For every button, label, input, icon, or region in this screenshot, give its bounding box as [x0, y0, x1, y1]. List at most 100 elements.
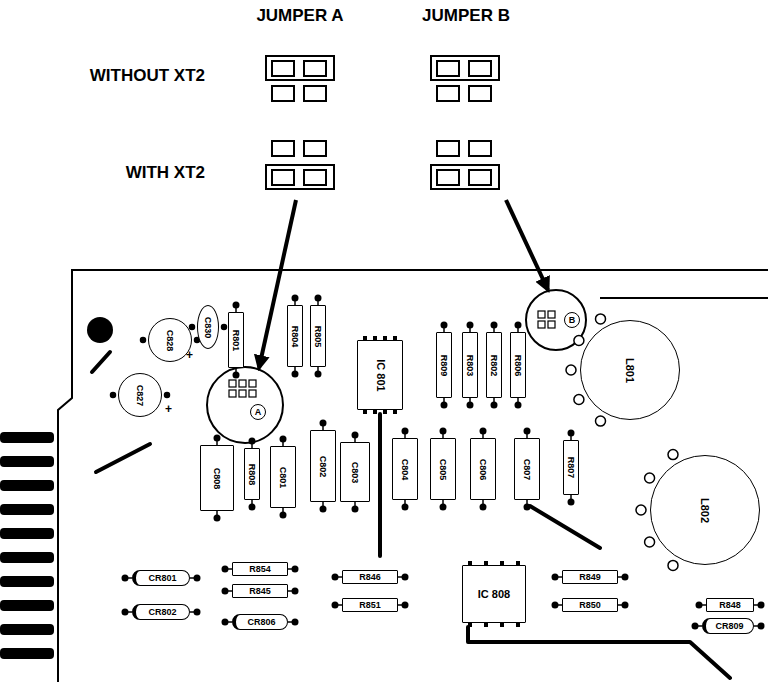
ic-pin — [383, 410, 387, 414]
part-label: R804 — [291, 325, 300, 347]
part-label: R803 — [466, 354, 475, 376]
heading-label: WITHOUT XT2 — [90, 66, 205, 86]
part-label: R809 — [440, 354, 449, 376]
part-label: R851 — [359, 601, 381, 610]
solder-pad — [332, 574, 339, 581]
part-label: R846 — [359, 573, 381, 582]
jumper-tag: A — [250, 404, 266, 420]
jumper-location-circle — [207, 367, 283, 443]
solder-pad — [440, 428, 447, 435]
capacitor-symbol: C808 — [200, 445, 234, 511]
solder-pad — [222, 566, 229, 573]
diode-symbol: CR802 — [132, 604, 190, 620]
capacitor-symbol: C804 — [392, 438, 418, 500]
jumper-pin — [538, 321, 545, 328]
jumper-setting-icon — [469, 141, 491, 156]
solder-pad — [222, 588, 229, 595]
part-label: R802 — [490, 354, 499, 376]
resistor-symbol: R848 — [706, 598, 754, 612]
copper-trace — [378, 414, 382, 556]
copper-trace — [530, 506, 600, 548]
solder-pad — [315, 371, 322, 378]
resistor-symbol: R809 — [436, 332, 452, 398]
jumper-pin — [249, 390, 256, 397]
heading-label: WITH XT2 — [126, 163, 205, 183]
jumper-setting-icon — [266, 56, 334, 80]
part-label: R807 — [567, 457, 576, 479]
solder-pad — [233, 372, 240, 379]
solder-pad — [249, 438, 256, 445]
capacitor-symbol: C801 — [270, 446, 296, 508]
diode-symbol: CR801 — [132, 570, 190, 586]
part-label: C807 — [522, 458, 531, 480]
solder-pad — [596, 416, 606, 426]
part-label: C830 — [204, 316, 213, 338]
jumper-setting-icon — [272, 86, 294, 101]
solder-pad — [467, 402, 474, 409]
solder-pad — [320, 506, 327, 513]
jumper-pin — [548, 311, 555, 318]
jumper-setting-icon — [304, 86, 326, 101]
solder-pad — [214, 435, 221, 442]
copper-trace — [96, 444, 150, 472]
edge-connector-finger — [0, 552, 54, 563]
part-label: C801 — [278, 466, 287, 488]
board-outline — [58, 270, 768, 682]
solder-pad — [402, 574, 409, 581]
pointer-arrow — [506, 200, 548, 290]
solder-pad — [402, 602, 409, 609]
part-label: C805 — [438, 458, 447, 480]
edge-connector-finger — [0, 432, 54, 443]
solder-pad — [222, 619, 229, 626]
jumper-pin — [548, 321, 555, 328]
solder-pad — [165, 393, 170, 398]
jumper-location-circle — [526, 290, 586, 350]
capacitor-symbol: C802 — [310, 430, 336, 502]
jumper-pin — [239, 380, 246, 387]
solder-pad — [122, 575, 129, 582]
resistor-symbol: R803 — [462, 332, 478, 398]
solder-pad — [622, 574, 629, 581]
jumper-pin — [229, 390, 236, 397]
jumper-setting-icon — [469, 170, 491, 185]
capacitor-symbol: C805 — [430, 438, 456, 500]
edge-connector-finger — [0, 600, 54, 611]
jumper-setting-icon — [431, 165, 499, 189]
solder-pad — [491, 402, 498, 409]
ic-pin — [468, 623, 472, 627]
part-label: C827 — [135, 384, 144, 406]
edge-connector-finger — [0, 528, 54, 539]
solder-pad — [402, 504, 409, 511]
part-label: C808 — [212, 467, 221, 489]
jumper-pin — [249, 380, 256, 387]
jumper-setting-icon — [272, 170, 294, 185]
solder-pad — [515, 322, 522, 329]
ic-package: IC 801 — [357, 340, 403, 410]
part-label: CR801 — [148, 574, 176, 583]
solder-pad — [122, 609, 129, 616]
solder-pad — [441, 322, 448, 329]
heading-label: JUMPER A — [256, 6, 343, 26]
board-outline — [600, 297, 768, 299]
jumper-tag: B — [564, 312, 580, 328]
resistor-symbol: R854 — [232, 562, 288, 576]
resistor-symbol: R845 — [232, 584, 288, 598]
resistor-symbol: R851 — [342, 598, 398, 612]
jumper-setting-icon — [272, 61, 294, 76]
solder-pad — [402, 428, 409, 435]
polarity-mark: + — [165, 402, 172, 416]
part-label: IC 801 — [374, 359, 385, 391]
solder-pad — [467, 322, 474, 329]
part-label: R806 — [514, 354, 523, 376]
resistor-symbol: R807 — [563, 440, 579, 495]
solder-pad — [194, 609, 201, 616]
copper-trace — [92, 352, 110, 372]
solder-pad — [524, 428, 531, 435]
part-label: R845 — [249, 587, 271, 596]
solder-pad — [292, 619, 299, 626]
edge-connector-finger — [0, 432, 54, 659]
solder-pad — [280, 512, 287, 519]
solder-pad — [566, 365, 576, 375]
solder-pad — [515, 402, 522, 409]
